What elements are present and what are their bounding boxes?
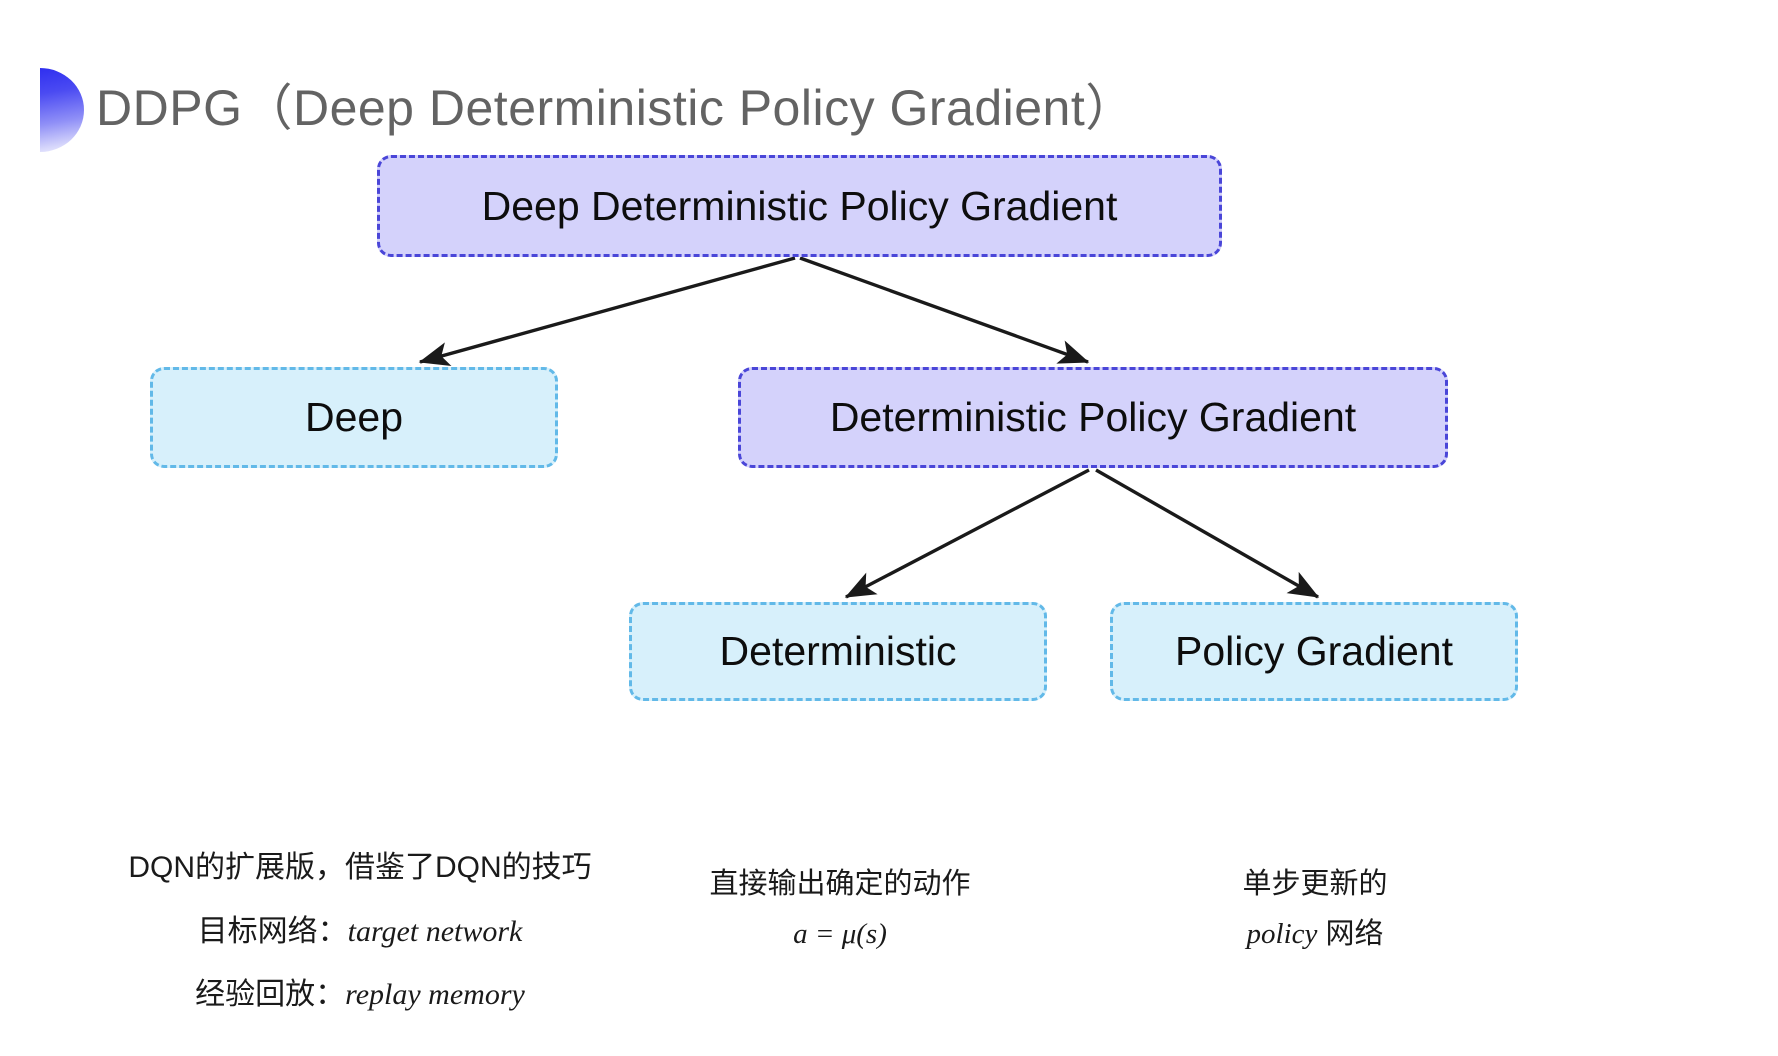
caption-deep: DQN的扩展版，借鉴了DQN的技巧 目标网络：target network 经验… (70, 845, 650, 1036)
caption-deep-line3: 经验回放：replay memory (70, 972, 650, 1018)
caption-deep-line3-label: 经验回放： (195, 978, 346, 1012)
title-decoration-halfcircle-icon (40, 68, 84, 152)
node-deep[interactable]: Deep (150, 367, 558, 468)
node-deterministic-policy-gradient[interactable]: Deterministic Policy Gradient (738, 367, 1448, 468)
caption-policy-gradient-term: policy (1246, 918, 1318, 951)
caption-policy-gradient-line2: policy 网络 (1175, 912, 1455, 956)
caption-deep-line2-term: target network (347, 914, 523, 948)
caption-deterministic-formula: a = μ(s) (793, 918, 887, 951)
caption-deterministic: 直接输出确定的动作 a = μ(s) (690, 862, 990, 962)
caption-deterministic-line1: 直接输出确定的动作 (709, 868, 971, 900)
caption-deep-line2-label: 目标网络： (197, 914, 348, 948)
caption-deep-line1: DQN的扩展版，借鉴了DQN的技巧 (128, 851, 592, 884)
edge-root-to-deep (418, 256, 796, 366)
caption-deep-line2: 目标网络：target network (70, 909, 650, 955)
node-deep-deterministic-policy-gradient[interactable]: Deep Deterministic Policy Gradient (377, 155, 1222, 257)
node-policy-gradient[interactable]: Policy Gradient (1110, 602, 1518, 701)
caption-deep-line3-term: replay memory (345, 978, 525, 1012)
edge-root-to-dpg (799, 256, 1090, 364)
edge-dpg-to-policy-gradient (1095, 468, 1320, 599)
caption-policy-gradient: 单步更新的 policy 网络 (1175, 862, 1455, 962)
slide-title-row: DDPG（Deep Deterministic Policy Gradient） (0, 58, 1400, 158)
caption-policy-gradient-suffix: 网络 (1317, 918, 1384, 951)
caption-policy-gradient-line1: 单步更新的 (1242, 868, 1388, 900)
page-title: DDPG（Deep Deterministic Policy Gradient） (96, 80, 1136, 136)
node-deterministic[interactable]: Deterministic (629, 602, 1047, 701)
edge-dpg-to-deterministic (844, 468, 1090, 599)
